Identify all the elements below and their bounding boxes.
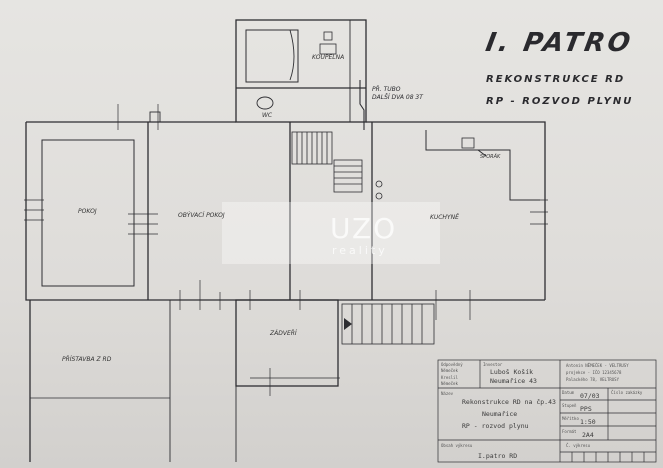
tb-kreslil-label: Kreslil bbox=[441, 375, 458, 380]
label-sporak: SPORÁK bbox=[480, 154, 501, 160]
gas-line-kitchen bbox=[470, 149, 487, 157]
drawing-subtitle-2: RP - ROZVOD PLYNU bbox=[486, 96, 634, 107]
drawing-title: I. PATRO bbox=[483, 28, 636, 58]
kitchen-counter bbox=[425, 130, 540, 201]
watermark-panel bbox=[222, 202, 440, 264]
tb-kreslil-value: Němeček bbox=[441, 381, 458, 386]
label-obyvaci-pokoj: OBÝVACÍ POKOJ bbox=[178, 212, 225, 219]
drawing-subtitle-1: REKONSTRUKCE RD bbox=[486, 74, 626, 85]
tb-project-3: RP - rozvod plynu bbox=[462, 422, 529, 430]
tb-datum-value: 07/03 bbox=[580, 392, 600, 400]
stairs-lower bbox=[341, 303, 435, 345]
tb-obsah-value: I.patro RD bbox=[478, 452, 518, 460]
toilet bbox=[256, 96, 274, 110]
tb-format-value: 2A4 bbox=[582, 431, 594, 439]
tb-stupen-label: Stupeň bbox=[562, 403, 577, 408]
tb-datum-label: Datum bbox=[562, 390, 575, 395]
tb-meritko-label: Měřítko bbox=[562, 416, 579, 421]
watermark-subtext: reality bbox=[332, 244, 388, 257]
tb-firm-1: Antonín NĚMEČEK - VELTRUSY bbox=[566, 363, 629, 368]
label-zadveri: ZÁDVEŘÍ bbox=[270, 330, 297, 337]
room-pokoj bbox=[41, 139, 135, 287]
basin bbox=[319, 43, 337, 55]
tb-cis-label: Č. výkresu bbox=[566, 443, 591, 448]
tb-investor-name: Luboš Košík bbox=[490, 368, 534, 376]
bathtub-curve bbox=[289, 29, 295, 81]
label-koupelna: KOUPELNA bbox=[312, 54, 345, 61]
gas-outlet-2 bbox=[375, 192, 383, 200]
tb-obsah-label: Obsah výkresu bbox=[441, 443, 473, 448]
bathroom-wall bbox=[235, 19, 367, 123]
outer-wall-top-right bbox=[366, 121, 546, 300]
watermark-text: UZO bbox=[330, 212, 398, 245]
tb-project-1: Rekonstrukce RD na čp.43 bbox=[462, 398, 556, 406]
window-marks bbox=[24, 104, 548, 396]
gas-outlet-1 bbox=[375, 180, 383, 188]
tb-firm-3: Palackého 78, VELTRUSY bbox=[566, 377, 619, 382]
label-kuchyne: KUCHYNĚ bbox=[430, 214, 459, 221]
label-pristavba: PŘÍSTAVBA Z RD bbox=[62, 356, 112, 363]
title-block-grid bbox=[437, 359, 657, 463]
label-pokoj: POKOJ bbox=[78, 208, 97, 215]
bathtub bbox=[245, 29, 299, 83]
gas-note: PŘ. TUBO DALŠÍ DVA 08 3T bbox=[372, 86, 423, 101]
kitchen-sink bbox=[461, 137, 475, 149]
tb-zakazka-label: Číslo zakázky bbox=[611, 390, 643, 395]
tb-odpovedny-label: Odpovědný bbox=[441, 362, 463, 367]
stairs-upper bbox=[291, 131, 363, 193]
room-zadveri bbox=[235, 299, 339, 387]
tb-format-label: Formát bbox=[562, 429, 577, 434]
tb-investor-label: Investor bbox=[483, 362, 503, 367]
gas-riser bbox=[359, 80, 365, 130]
tb-odpovedny-value: Němeček bbox=[441, 368, 458, 373]
label-wc: WC bbox=[262, 112, 273, 119]
tb-nazev-label: Název bbox=[441, 391, 454, 396]
tb-investor-address: Neumařice 43 bbox=[490, 377, 537, 385]
basin-tap bbox=[323, 31, 333, 41]
stair-arrow bbox=[344, 318, 352, 330]
tb-stupen-value: PPS bbox=[580, 405, 592, 413]
chimney bbox=[149, 111, 161, 123]
tb-meritko-value: 1:50 bbox=[580, 418, 596, 426]
tb-firm-2: projekce - IČO 12345678 bbox=[566, 370, 622, 375]
tb-project-2: Neumařice bbox=[482, 410, 518, 418]
